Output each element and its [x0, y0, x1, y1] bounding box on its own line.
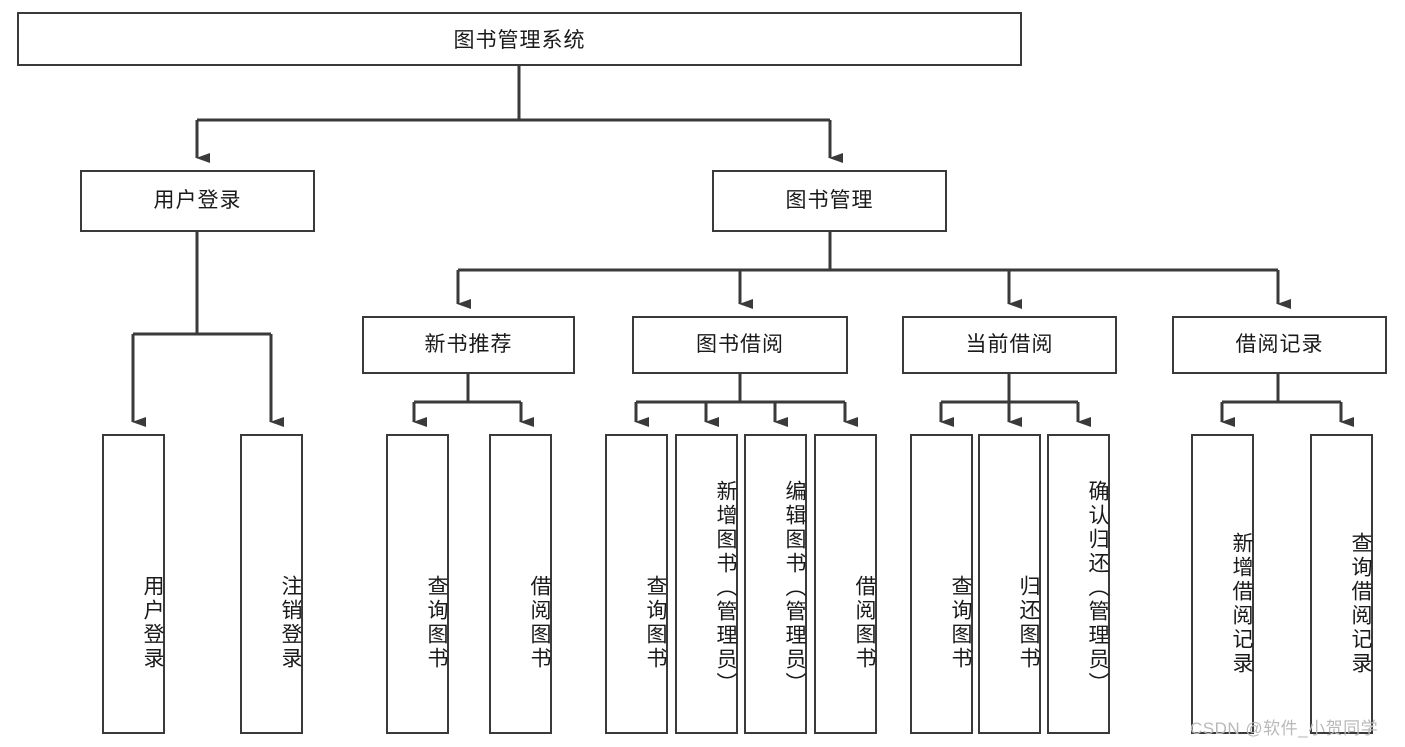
leaf-return-book-label: 归还图书 [1017, 575, 1040, 671]
node-borrow-record[interactable]: 借阅记录 [1172, 316, 1387, 374]
node-book-borrow-label: 图书借阅 [696, 333, 784, 357]
node-current-borrow-label: 当前借阅 [965, 333, 1054, 357]
node-root-system-label: 图书管理系统 [453, 29, 586, 52]
node-user-login-label: 用户登录 [153, 189, 242, 213]
leaf-query-book-3[interactable]: 查询图书 [910, 434, 973, 734]
leaf-query-record[interactable]: 查询借阅记录 [1310, 434, 1373, 734]
leaf-logout-login-label: 注销登录 [279, 575, 302, 671]
leaf-return-book[interactable]: 归还图书 [978, 434, 1041, 734]
node-new-book-recommend[interactable]: 新书推荐 [362, 316, 575, 374]
node-borrow-record-label: 借阅记录 [1235, 333, 1324, 357]
node-current-borrow[interactable]: 当前借阅 [902, 316, 1117, 374]
leaf-add-record-label: 新增借阅记录 [1230, 532, 1253, 676]
leaf-confirm-return-label: 确认归还（管理员） [1086, 480, 1109, 696]
leaf-query-book-3-label: 查询图书 [949, 575, 972, 671]
leaf-edit-book-label: 编辑图书（管理员） [783, 480, 806, 696]
node-book-manage[interactable]: 图书管理 [712, 170, 947, 232]
leaf-logout-login[interactable]: 注销登录 [240, 434, 303, 734]
leaf-add-book[interactable]: 新增图书（管理员） [675, 434, 738, 734]
leaf-borrow-book-2[interactable]: 借阅图书 [814, 434, 877, 734]
node-new-book-recommend-label: 新书推荐 [424, 333, 513, 357]
leaf-confirm-return[interactable]: 确认归还（管理员） [1047, 434, 1110, 734]
leaf-query-book-1[interactable]: 查询图书 [386, 434, 449, 734]
leaf-edit-book[interactable]: 编辑图书（管理员） [744, 434, 807, 734]
leaf-query-record-label: 查询借阅记录 [1349, 532, 1372, 676]
node-root-system[interactable]: 图书管理系统 [17, 12, 1022, 66]
leaf-user-login-label: 用户登录 [141, 575, 164, 671]
leaf-query-book-2-label: 查询图书 [644, 575, 667, 671]
leaf-user-login[interactable]: 用户登录 [102, 434, 165, 734]
leaf-borrow-book-1-label: 借阅图书 [528, 575, 551, 671]
csdn-watermark: CSDN @软件_小贺同学 [1190, 719, 1379, 738]
node-user-login[interactable]: 用户登录 [80, 170, 315, 232]
leaf-add-record[interactable]: 新增借阅记录 [1191, 434, 1254, 734]
node-book-manage-label: 图书管理 [785, 189, 874, 213]
node-book-borrow[interactable]: 图书借阅 [632, 316, 848, 374]
leaf-query-book-1-label: 查询图书 [425, 575, 448, 671]
leaf-add-book-label: 新增图书（管理员） [714, 480, 737, 696]
leaf-borrow-book-1[interactable]: 借阅图书 [489, 434, 552, 734]
leaf-borrow-book-2-label: 借阅图书 [853, 575, 876, 671]
leaf-query-book-2[interactable]: 查询图书 [605, 434, 668, 734]
